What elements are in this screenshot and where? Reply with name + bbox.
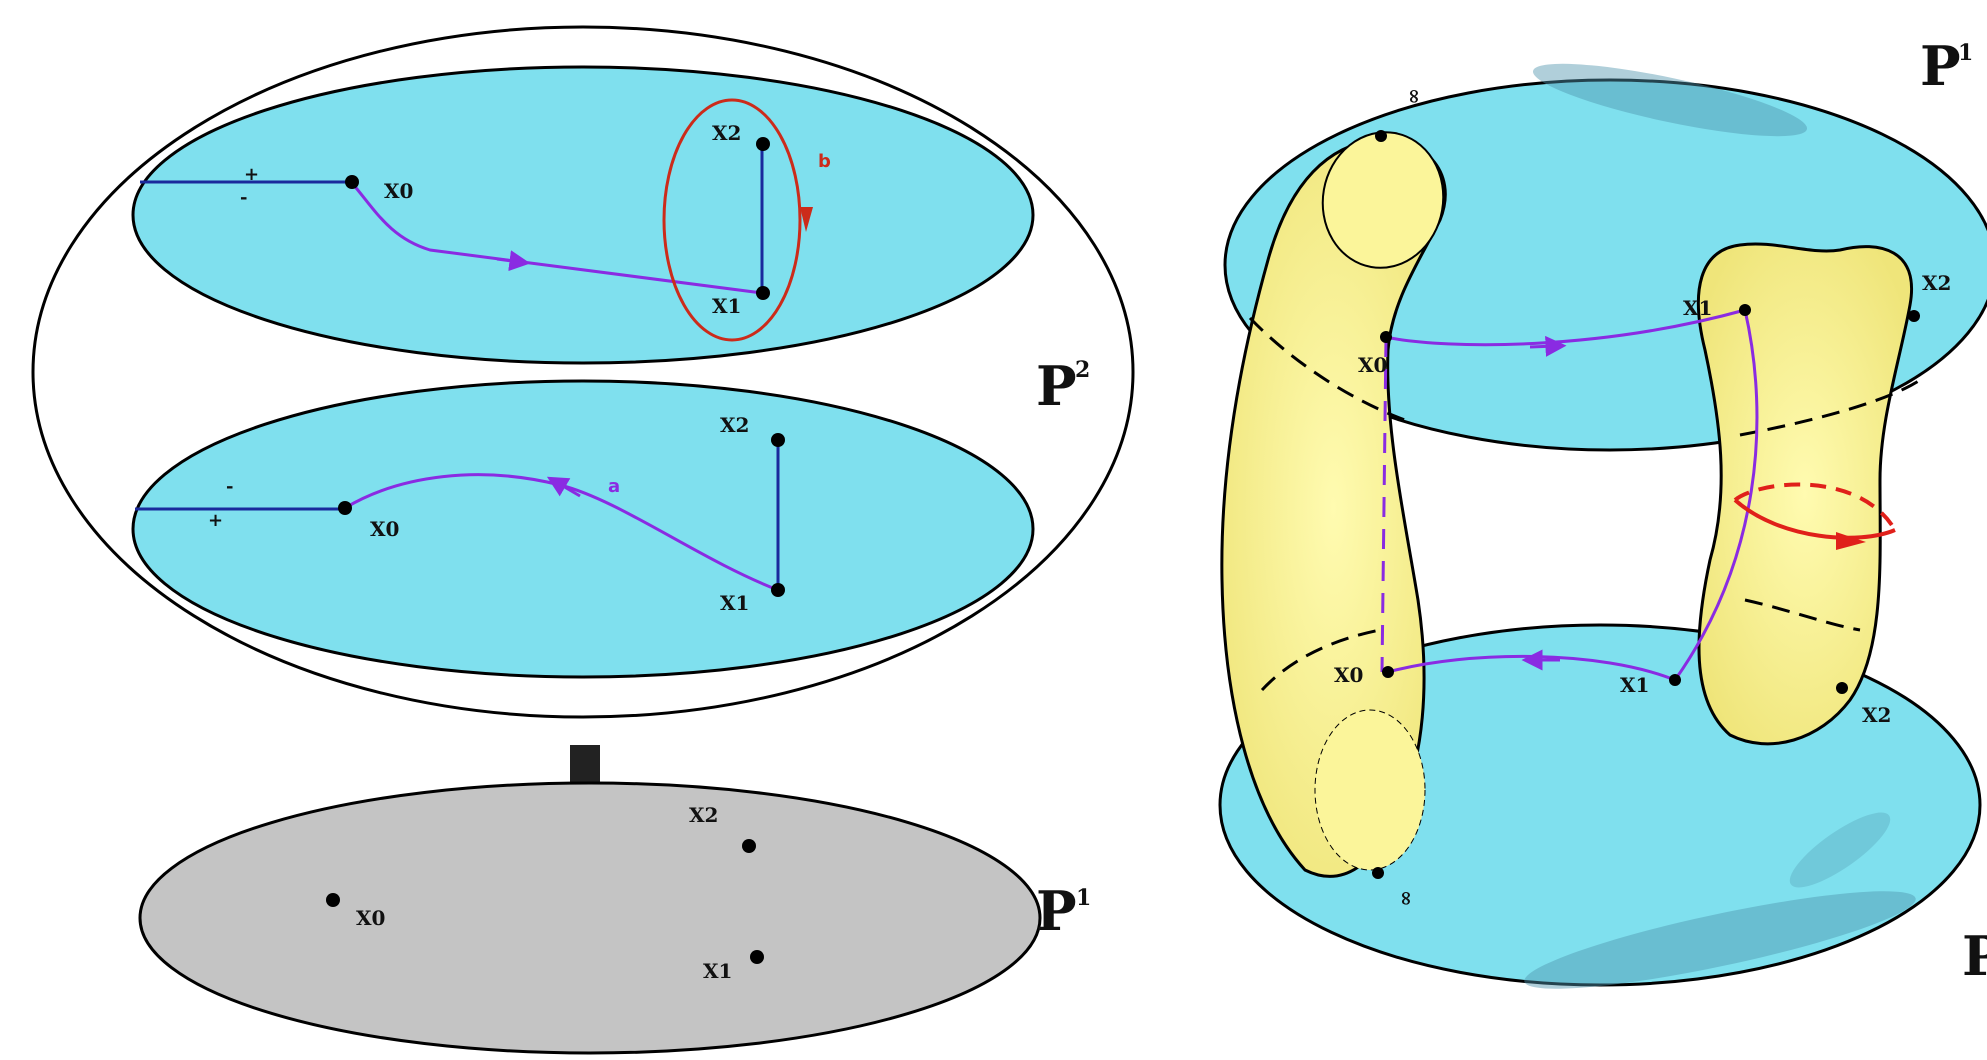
point-x1 bbox=[756, 286, 770, 300]
loop-front bbox=[1733, 498, 1896, 540]
label-x0: X0 bbox=[384, 179, 413, 203]
point-x0-top bbox=[1380, 331, 1392, 343]
point-x0 bbox=[326, 893, 340, 907]
label-x2-top: X2 bbox=[1922, 271, 1951, 295]
label-x2: X2 bbox=[720, 413, 749, 437]
minus-sign: - bbox=[226, 476, 233, 497]
p1-top-symbol: P bbox=[1920, 34, 1961, 98]
top-rim-dashed-left bbox=[1248, 316, 1406, 422]
label-x1-bottom: X1 bbox=[1620, 673, 1649, 697]
label-x2: X2 bbox=[712, 121, 741, 145]
outer-space-ellipse bbox=[31, 25, 1135, 719]
plus-sign: + bbox=[208, 510, 223, 531]
left-tube bbox=[1220, 131, 1447, 878]
label-x1: X1 bbox=[712, 294, 741, 318]
label-x1-top: X1 bbox=[1683, 296, 1712, 320]
left-figure: + - X0 X1 X2 b - + X0 X1 X2 a P 2 bbox=[31, 25, 1135, 1055]
path-top-arrow bbox=[1529, 335, 1567, 357]
top-sheet-shading bbox=[1532, 63, 1808, 137]
path-arrow bbox=[496, 250, 531, 272]
p1-symbol: P bbox=[1036, 879, 1077, 943]
p1-top-superscript: 1 bbox=[1958, 40, 1973, 66]
label-x0: X0 bbox=[356, 906, 385, 930]
point-x2 bbox=[742, 839, 756, 853]
path-a-label: a bbox=[608, 476, 620, 497]
path-top bbox=[1384, 308, 1746, 347]
right-tube bbox=[1697, 242, 1913, 746]
p-bottom-symbol: P bbox=[1962, 924, 1987, 988]
bottom-sheet-shading bbox=[1524, 891, 1916, 989]
label-inf-top: ∞ bbox=[1403, 88, 1427, 105]
point-x1 bbox=[750, 950, 764, 964]
bottom-sheet-shading bbox=[1789, 812, 1891, 888]
loop-b-arrow bbox=[800, 207, 813, 232]
label-x2-bottom: X2 bbox=[1862, 703, 1891, 727]
label-inf-bottom: ∞ bbox=[1395, 890, 1419, 907]
top-sheet-ellipse bbox=[131, 65, 1035, 365]
path-arrow bbox=[546, 476, 581, 498]
label-x2: X2 bbox=[689, 803, 718, 827]
point-x2-top bbox=[1908, 310, 1920, 322]
point-x1-bottom bbox=[1669, 674, 1681, 686]
point-x1 bbox=[771, 583, 785, 597]
base-ellipse bbox=[138, 781, 1042, 1055]
label-x0-top: X0 bbox=[1358, 353, 1387, 377]
p2-superscript: 2 bbox=[1075, 357, 1090, 383]
bottom-sheet-ellipse bbox=[131, 379, 1035, 679]
label-x0: X0 bbox=[370, 517, 399, 541]
base-sheet: X0 X1 X2 P 1 bbox=[138, 781, 1091, 1055]
minus-sign: - bbox=[240, 187, 247, 208]
path-left-dashed bbox=[1380, 336, 1388, 673]
label-x1: X1 bbox=[703, 959, 732, 983]
point-x2 bbox=[771, 433, 785, 447]
loop-b-label: b bbox=[818, 151, 831, 172]
right-figure: ∞ X0 X1 X2 X0 X1 X2 ∞ P 1 P bbox=[1218, 34, 1987, 989]
point-x0 bbox=[345, 175, 359, 189]
bottom-rim-dashed-left bbox=[1260, 628, 1381, 692]
p1-superscript: 1 bbox=[1076, 885, 1091, 911]
label-x0-bottom: X0 bbox=[1334, 663, 1363, 687]
bottom-rim-dashed-right bbox=[1744, 598, 1861, 632]
point-x0-bottom bbox=[1382, 666, 1394, 678]
top-sheet: + - X0 X1 X2 b bbox=[131, 65, 1035, 365]
bottom-sheet: - + X0 X1 X2 a bbox=[131, 379, 1035, 679]
loop-b bbox=[662, 98, 802, 342]
point-inf-top bbox=[1375, 130, 1387, 142]
path-down-right bbox=[1673, 309, 1759, 681]
loop-back-dashed bbox=[1733, 482, 1897, 532]
point-x2-bottom bbox=[1836, 682, 1848, 694]
point-x1-top bbox=[1739, 304, 1751, 316]
top-rim-dashed-right bbox=[1739, 378, 1921, 437]
point-x2 bbox=[756, 137, 770, 151]
loop-arrow bbox=[1836, 532, 1866, 550]
label-x1: X1 bbox=[720, 591, 749, 615]
plus-sign: + bbox=[244, 164, 259, 185]
point-x0 bbox=[338, 501, 352, 515]
p2-symbol: P bbox=[1036, 354, 1077, 418]
path-x0-x1 bbox=[350, 182, 763, 295]
point-inf-bottom bbox=[1372, 867, 1384, 879]
